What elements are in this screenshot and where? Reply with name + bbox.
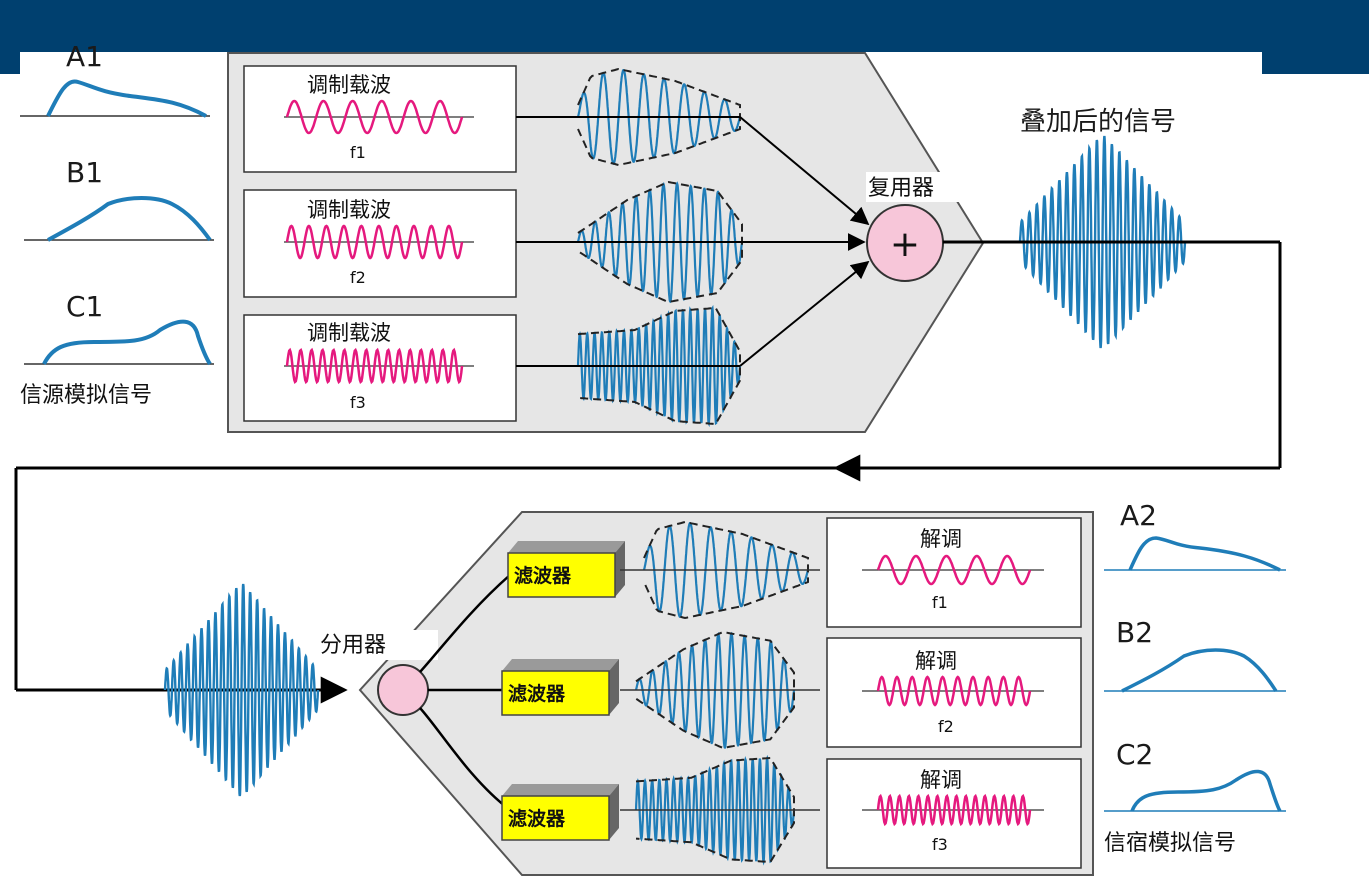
multiplexer-label: 复用器 bbox=[868, 176, 934, 201]
demux-branches bbox=[419, 574, 511, 811]
filter-label-3: 滤波器 bbox=[508, 807, 566, 830]
modulator-title-2: 调制载波 bbox=[307, 198, 391, 222]
multiplexer-symbol: + bbox=[890, 224, 920, 265]
demod-wave-f1 bbox=[876, 554, 1032, 586]
source-curve-a1 bbox=[46, 79, 207, 118]
source-curve-c1 bbox=[42, 319, 212, 366]
demodulator-freq-3: f3 bbox=[932, 835, 948, 854]
filter-1 bbox=[507, 541, 625, 598]
demodulator-title-2: 解调 bbox=[915, 649, 957, 673]
source-label-b1: B1 bbox=[66, 156, 103, 189]
sink-label-b2: B2 bbox=[1116, 616, 1153, 649]
modulator-freq-2: f2 bbox=[350, 268, 366, 287]
carrier-wave-f3 bbox=[285, 347, 464, 385]
sink-curve-c2 bbox=[1130, 769, 1282, 812]
demultiplexer-label-bg bbox=[318, 630, 438, 660]
source-caption: 信源模拟信号 bbox=[20, 383, 152, 408]
modulator-freq-1: f1 bbox=[350, 143, 366, 162]
sink-signals bbox=[1104, 536, 1286, 812]
sink-caption: 信宿模拟信号 bbox=[1104, 831, 1236, 856]
modulator-title-3: 调制载波 bbox=[307, 321, 391, 345]
sink-curve-b2 bbox=[1121, 648, 1278, 693]
carrier-wave-f1 bbox=[285, 99, 464, 135]
source-signals bbox=[20, 79, 214, 366]
filtered-baselines bbox=[620, 569, 820, 811]
filter-3 bbox=[501, 784, 619, 841]
top-connectors bbox=[516, 116, 870, 367]
modulator-box-2 bbox=[243, 189, 517, 298]
sink-label-c2: C2 bbox=[1116, 738, 1153, 771]
source-label-a1: A1 bbox=[66, 40, 103, 73]
filter-label-2: 滤波器 bbox=[508, 682, 566, 705]
demultiplexer-node bbox=[377, 664, 429, 716]
demodulator-title-3: 解调 bbox=[920, 768, 962, 792]
filter-label-1: 滤波器 bbox=[514, 564, 572, 587]
demodulator-title-1: 解调 bbox=[920, 527, 962, 551]
modulator-title-1: 调制载波 bbox=[307, 73, 391, 97]
sink-label-a2: A2 bbox=[1120, 499, 1157, 532]
demod-wave-f2 bbox=[876, 675, 1032, 707]
modulator-box-1 bbox=[243, 65, 517, 173]
demodulator-freq-1: f1 bbox=[932, 593, 948, 612]
modulator-freq-3: f3 bbox=[350, 393, 366, 412]
source-curve-b1 bbox=[47, 196, 212, 242]
carrier-wave-f2 bbox=[285, 224, 464, 260]
modulated-envelope-3 bbox=[577, 306, 741, 426]
filter-2 bbox=[501, 659, 619, 716]
demod-wave-f3 bbox=[876, 793, 1032, 827]
source-label-c1: C1 bbox=[66, 290, 103, 323]
sink-curve-a2 bbox=[1128, 536, 1281, 572]
combined-signal-bottom bbox=[163, 583, 320, 797]
demodulator-freq-2: f2 bbox=[938, 717, 954, 736]
combined-signal-label: 叠加后的信号 bbox=[1020, 107, 1176, 137]
multiplexer-label-bg bbox=[866, 172, 962, 202]
demultiplexer-label: 分用器 bbox=[320, 633, 386, 658]
